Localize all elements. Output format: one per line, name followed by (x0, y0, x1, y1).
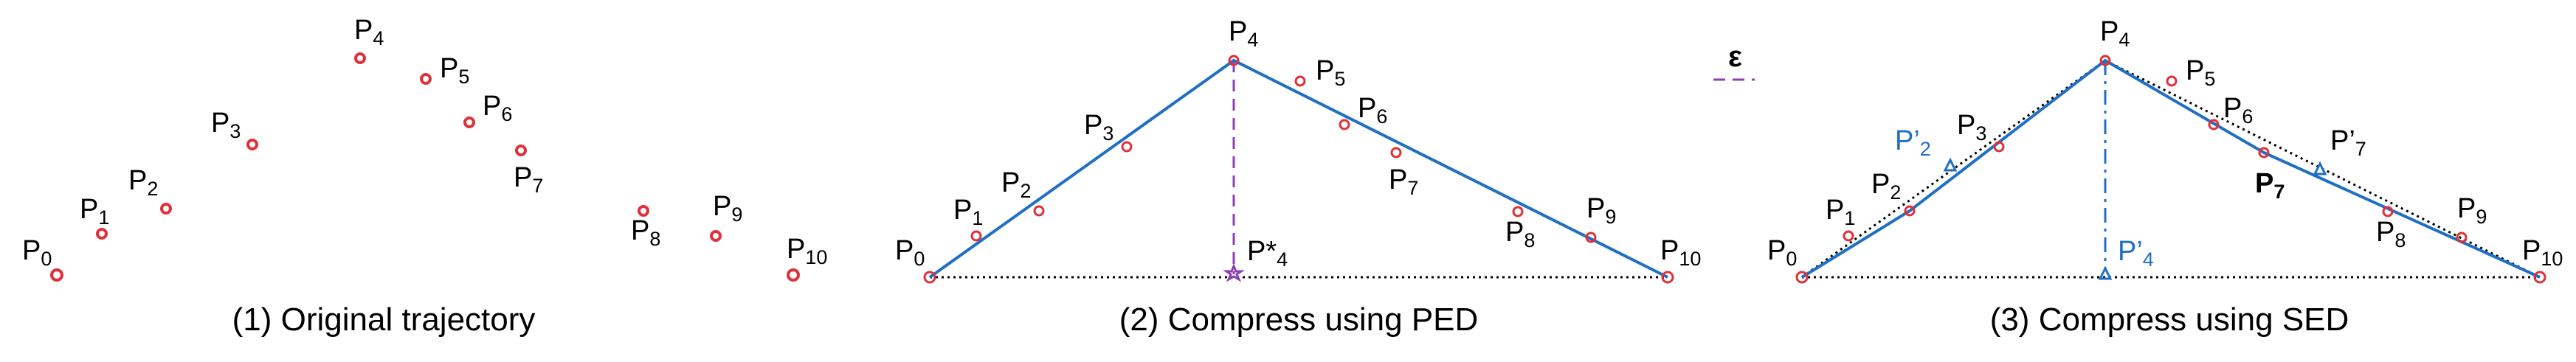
label-p6: P6 (1358, 93, 1387, 128)
label-p7: P7 (2255, 168, 2285, 203)
point-p10 (787, 268, 800, 282)
label-p8: P8 (1505, 217, 1535, 251)
label-p10: P10 (1660, 235, 1701, 270)
point-p0 (1795, 271, 1809, 284)
label-p0: P0 (22, 235, 52, 270)
label-p8: P8 (631, 215, 660, 250)
point-p4 (2099, 55, 2111, 66)
point-p3 (246, 139, 258, 150)
point-p10 (2533, 271, 2546, 284)
point-p6 (463, 116, 475, 128)
label-p3: P3 (1084, 110, 1113, 145)
label-p3: P3 (211, 108, 241, 142)
label-p2: P2 (128, 165, 158, 200)
point-p1 (1843, 230, 1854, 242)
point-p2 (1904, 205, 1916, 217)
point-p1 (96, 228, 108, 240)
point-p7 (1390, 147, 1402, 159)
label-p1: P1 (953, 195, 983, 229)
ped-labels: P0 P1 P2 P3 P4 P5 P6 P7 P8 P9 P10 P*4 (895, 16, 1701, 271)
label-p6: P6 (2223, 93, 2253, 128)
sed-labels: P0 P1 P2 P3 P4 P5 P6 P7 P8 P9 P10 P’2 P’… (1767, 16, 2563, 271)
label-p4: P4 (1229, 16, 1258, 51)
point-p6 (1339, 119, 1350, 130)
label-p1: P1 (80, 194, 109, 229)
label-p3: P3 (1957, 110, 1986, 145)
point-p3 (1121, 141, 1133, 153)
label-p9: P9 (2457, 193, 2487, 228)
point-p8 (638, 205, 649, 217)
point-p5 (1294, 75, 1306, 87)
epsilon-legend: ε (1713, 41, 1755, 81)
label-p2: P2 (1001, 167, 1031, 202)
label-p1: P1 (1826, 195, 1855, 229)
point-p2 (160, 203, 172, 215)
point-p9 (710, 230, 722, 242)
label-p-prime-2: P’2 (1895, 125, 1931, 160)
panel-compress-ped: P0 P1 P2 P3 P4 P5 P6 P7 P8 P9 P10 P*4 (2… (895, 16, 1701, 338)
label-p9: P9 (713, 191, 742, 226)
panel-original-trajectory: P0 P1 P2 P3 P4 P5 P6 P7 P8 P9 P10 (1) Or… (22, 15, 827, 338)
label-p5: P5 (440, 53, 469, 88)
label-p10: P10 (787, 234, 827, 268)
label-p2: P2 (1871, 169, 1901, 203)
point-p4 (354, 52, 366, 64)
point-p9 (2456, 232, 2468, 243)
point-p9 (1585, 232, 1597, 243)
panel-compress-sed: P0 P1 P2 P3 P4 P5 P6 P7 P8 P9 P10 P’2 P’… (1767, 16, 2563, 338)
label-p9: P9 (1586, 193, 1616, 228)
label-p-star-4: P*4 (1247, 236, 1288, 271)
original-labels: P0 P1 P2 P3 P4 P5 P6 P7 P8 P9 P10 (22, 15, 827, 270)
point-p8 (2382, 206, 2394, 217)
p-prime-2-marker (1943, 157, 1958, 172)
sed-synchronized-markers (1943, 157, 2327, 280)
compressed-path-ped (928, 58, 1668, 279)
label-p4: P4 (354, 15, 384, 49)
point-p5 (420, 73, 432, 85)
label-p7: P7 (1389, 164, 1418, 199)
point-p1 (970, 230, 982, 242)
caption-panel-3: (3) Compress using SED (1990, 302, 2349, 338)
label-p5: P5 (1316, 55, 1345, 90)
point-p7 (2258, 147, 2270, 159)
original-points (50, 52, 800, 282)
label-p5: P5 (2186, 55, 2215, 90)
point-p10 (1661, 271, 1674, 284)
label-p0: P0 (895, 235, 925, 270)
label-p-prime-7: P’7 (2330, 125, 2366, 160)
point-p8 (1512, 206, 1524, 217)
p-prime-7-marker (2313, 161, 2327, 175)
label-p-prime-4: P’4 (2118, 236, 2154, 271)
label-p8: P8 (2376, 217, 2406, 251)
label-p7: P7 (514, 162, 543, 197)
point-p2 (1033, 205, 1045, 217)
compressed-path-sed (1800, 58, 2541, 279)
label-p4: P4 (2100, 16, 2130, 51)
caption-panel-2: (2) Compress using PED (1119, 302, 1479, 338)
p-star-4-marker (1223, 263, 1245, 282)
point-p5 (2166, 75, 2178, 87)
p-prime-4-marker (2098, 265, 2113, 280)
ped-points (923, 55, 1674, 284)
epsilon-symbol: ε (1728, 41, 1742, 73)
point-p3 (1993, 141, 2005, 153)
point-p0 (50, 268, 63, 282)
point-p0 (923, 271, 936, 284)
caption-panel-1: (1) Original trajectory (232, 302, 536, 338)
point-p7 (515, 145, 527, 156)
point-p6 (2208, 119, 2220, 130)
point-p4 (1228, 55, 1240, 66)
label-p10: P10 (2522, 235, 2563, 270)
label-p6: P6 (483, 91, 512, 125)
label-p0: P0 (1767, 235, 1797, 270)
sed-points (1795, 55, 2546, 284)
